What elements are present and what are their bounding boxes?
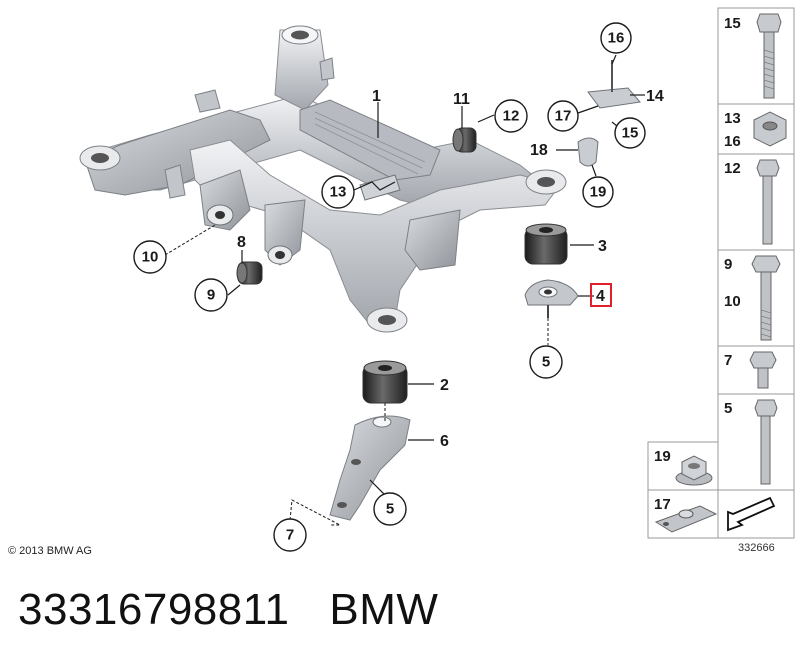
- callout-9: 9: [194, 278, 228, 312]
- svg-text:7: 7: [286, 527, 294, 544]
- svg-text:16: 16: [608, 30, 625, 47]
- rear-axle-subframe: [79, 25, 567, 333]
- bracket-part-14: [587, 60, 641, 109]
- callout-5-upper: 5: [529, 345, 563, 379]
- brand-name: BMW: [329, 585, 439, 634]
- legend-label-10: 10: [724, 293, 741, 310]
- part-caption: 33316798811 BMW: [18, 585, 438, 635]
- callout-5-lower: 5: [373, 492, 407, 526]
- flange-nut-19-icon: [675, 455, 713, 486]
- callout-10: 10: [133, 240, 167, 274]
- svg-text:9: 9: [207, 287, 215, 304]
- label-14: 14: [646, 88, 664, 105]
- copyright-text: © 2013 BMW AG: [8, 545, 92, 557]
- svg-text:10: 10: [142, 249, 159, 266]
- legend-label-9: 9: [724, 256, 732, 273]
- label-18: 18: [530, 142, 548, 159]
- legend-label-7: 7: [724, 352, 732, 369]
- legend-label-15: 15: [724, 15, 741, 32]
- svg-text:5: 5: [542, 354, 550, 371]
- plate-nut-17-icon: [654, 505, 718, 533]
- legend-label-16: 16: [724, 133, 741, 150]
- svg-text:12: 12: [503, 108, 520, 125]
- nut-13-icon: [753, 111, 787, 147]
- label-4[interactable]: 4: [596, 288, 605, 305]
- bolt-5-icon: [754, 399, 778, 485]
- svg-text:5: 5: [386, 501, 394, 518]
- part-number: 33316798811: [18, 585, 290, 634]
- bolt-12-icon: [756, 159, 780, 245]
- legend-label-5: 5: [724, 400, 732, 417]
- bolt-15-icon: [756, 13, 782, 99]
- svg-text:15: 15: [622, 125, 639, 142]
- fastener-legend: 15 13 16 12 9 10: [647, 7, 795, 539]
- bushing-part-9: [236, 261, 263, 285]
- bolt-part-13: [359, 174, 401, 201]
- svg-text:17: 17: [555, 108, 572, 125]
- callout-12: 12: [494, 99, 528, 133]
- legend-label-19: 19: [654, 448, 671, 465]
- callout-16: 16: [600, 22, 632, 54]
- legend-label-12: 12: [724, 160, 741, 177]
- callout-13: 13: [321, 175, 355, 209]
- rubber-mount-part-3: [524, 223, 568, 265]
- callout-15: 15: [614, 117, 646, 149]
- callout-19: 19: [582, 176, 614, 208]
- label-3: 3: [598, 238, 607, 255]
- bolt-9-icon: [751, 255, 781, 341]
- bracket-part-6: [329, 415, 411, 521]
- legend-label-17: 17: [654, 496, 671, 513]
- rubber-mount-part-2: [362, 360, 408, 404]
- label-11: 11: [453, 91, 470, 108]
- label-1: 1: [372, 88, 381, 105]
- label-2: 2: [440, 377, 449, 394]
- highlight-box: [590, 283, 612, 307]
- label-8: 8: [237, 234, 246, 251]
- reference-number: 332666: [738, 542, 775, 554]
- svg-text:13: 13: [330, 184, 347, 201]
- svg-text:19: 19: [590, 184, 607, 201]
- callout-7: 7: [273, 518, 307, 552]
- direction-arrow-icon: [727, 496, 776, 532]
- callout-17: 17: [547, 100, 579, 132]
- mount-cap-part-4: [524, 279, 579, 318]
- bushing-part-11: [452, 127, 477, 153]
- bolt-7-icon: [749, 351, 777, 389]
- legend-label-13: 13: [724, 110, 741, 127]
- clip-part-18: [577, 137, 599, 167]
- label-6: 6: [440, 433, 449, 450]
